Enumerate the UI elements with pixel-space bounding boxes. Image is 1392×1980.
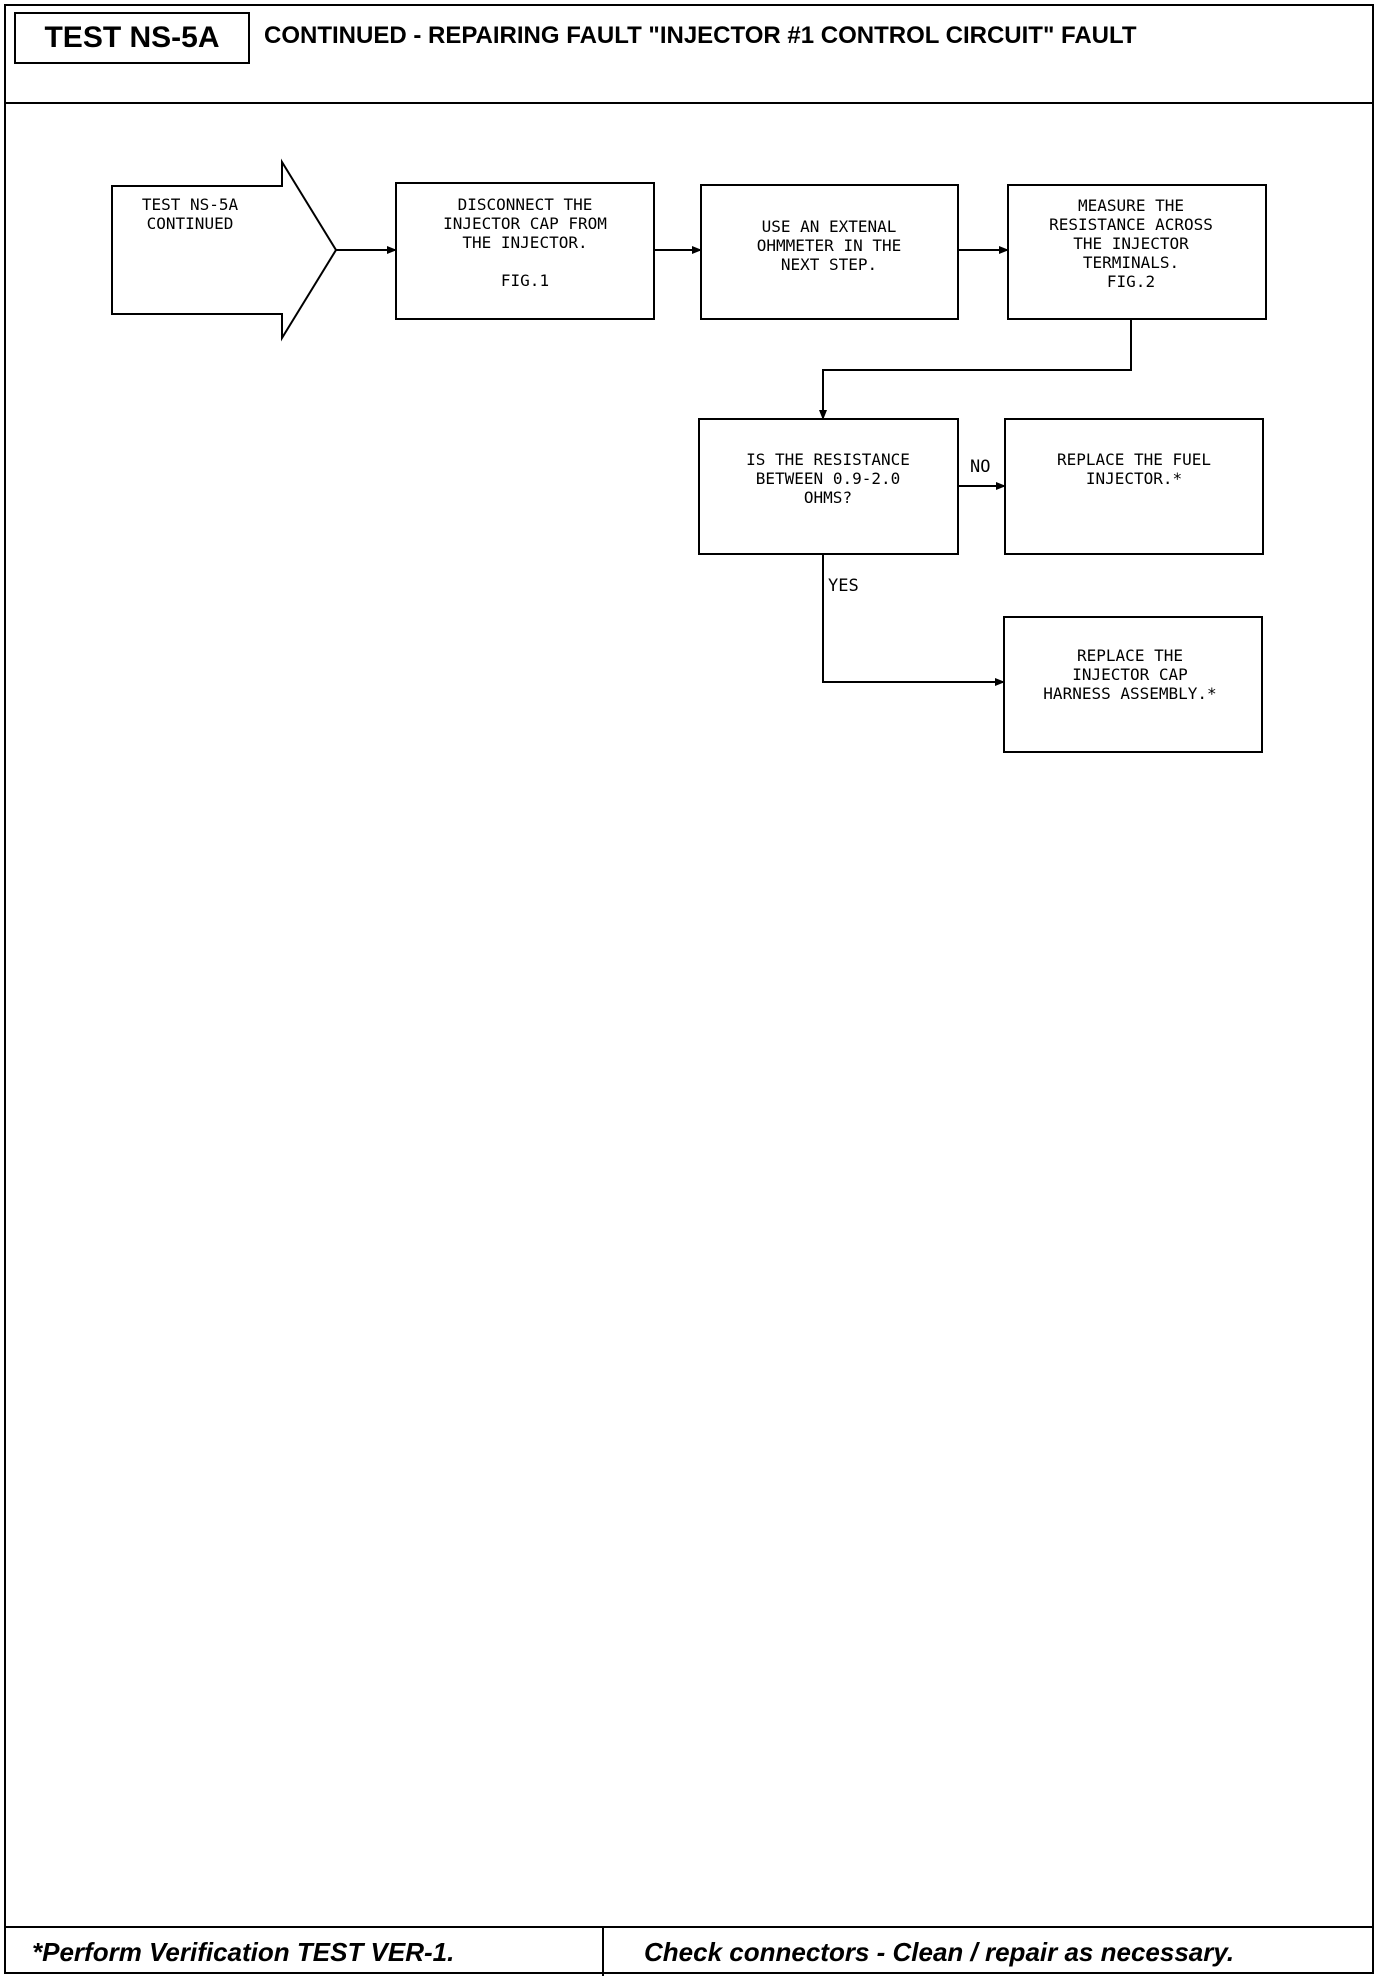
decision-text-line: OHMS? <box>804 488 852 507</box>
start-text-line: CONTINUED <box>147 214 234 233</box>
edge-measure-to-decision <box>819 319 1132 420</box>
disconnect-node-shape <box>395 182 655 320</box>
footer-connector-note: Check connectors - Clean / repair as nec… <box>644 1937 1235 1967</box>
start-node-shape <box>111 158 338 342</box>
test-id-label: TEST NS-5A <box>14 12 250 64</box>
disconnect-text-line: INJECTOR CAP FROM <box>443 214 607 233</box>
measure-text-line: TERMINALS. <box>1083 253 1179 272</box>
page-title: CONTINUED - REPAIRING FAULT "INJECTOR #1… <box>264 22 1137 49</box>
replace_harness-text-line: INJECTOR CAP <box>1072 665 1188 684</box>
edge-label-yes: YES <box>828 576 859 596</box>
decision-text-line: BETWEEN 0.9-2.0 <box>756 469 901 488</box>
replace_injector-text-line: INJECTOR.* <box>1086 469 1182 488</box>
measure-text-line: RESISTANCE ACROSS <box>1049 215 1213 234</box>
footer-verification-note: *Perform Verification TEST VER-1. <box>32 1937 455 1967</box>
footer-divider <box>6 1926 1372 1928</box>
edge-label-no: NO <box>970 457 990 477</box>
footer-separator <box>602 1926 604 1976</box>
ohmmeter-node-shape <box>700 184 959 320</box>
measure-node-shape <box>1007 184 1267 320</box>
disconnect-text-line: DISCONNECT THE <box>458 195 593 214</box>
replace_harness-text-line: REPLACE THE <box>1077 646 1183 665</box>
ohmmeter-text-line: OHMMETER IN THE <box>757 236 902 255</box>
measure-text-line: MEASURE THE <box>1078 196 1184 215</box>
disconnect-text-line: THE INJECTOR. <box>462 233 587 252</box>
replace_harness-text-line: HARNESS ASSEMBLY.* <box>1043 684 1216 703</box>
ohmmeter-text-line: USE AN EXTENAL <box>762 217 897 236</box>
decision-text-line: IS THE RESISTANCE <box>746 450 910 469</box>
header-divider <box>6 102 1372 104</box>
page-frame: TEST NS-5A CONTINUED - REPAIRING FAULT "… <box>4 4 1374 1976</box>
ohmmeter-text-line: NEXT STEP. <box>781 255 877 274</box>
replace-harness-node-shape <box>1003 616 1263 753</box>
measure-text-line: THE INJECTOR <box>1073 234 1189 253</box>
start-text-line: TEST NS-5A <box>142 195 239 214</box>
measure-text-line: FIG.2 <box>1107 272 1155 291</box>
edge-decision-yes <box>822 554 1005 686</box>
decision-node-shape <box>698 418 959 555</box>
replace-injector-node-shape <box>1004 418 1264 555</box>
disconnect-text-line: FIG.1 <box>501 271 549 290</box>
replace_injector-text-line: REPLACE THE FUEL <box>1057 450 1211 469</box>
disconnect-text-line <box>520 252 530 271</box>
